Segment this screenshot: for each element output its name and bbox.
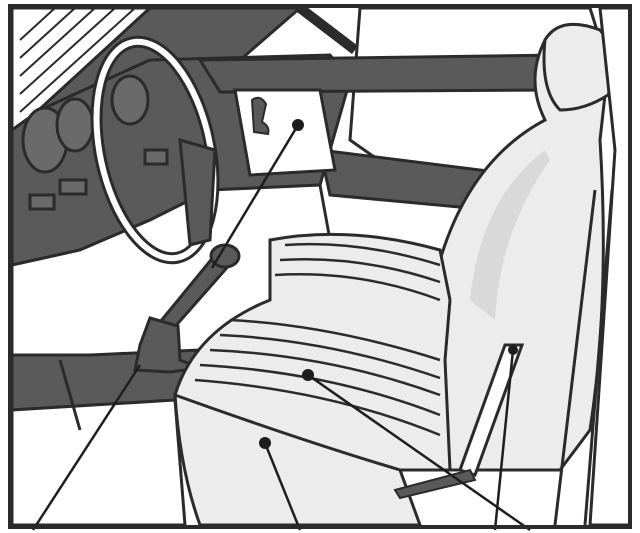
- upper-rail: [200, 55, 580, 92]
- dash-switch-3: [145, 150, 167, 164]
- dash-switch-2: [30, 195, 54, 209]
- tachometer-gauge: [57, 99, 93, 151]
- headlight-knob: [235, 90, 335, 175]
- clock-gauge: [112, 76, 148, 124]
- floor-mat: [12, 400, 185, 525]
- dash-switch-1: [60, 180, 86, 194]
